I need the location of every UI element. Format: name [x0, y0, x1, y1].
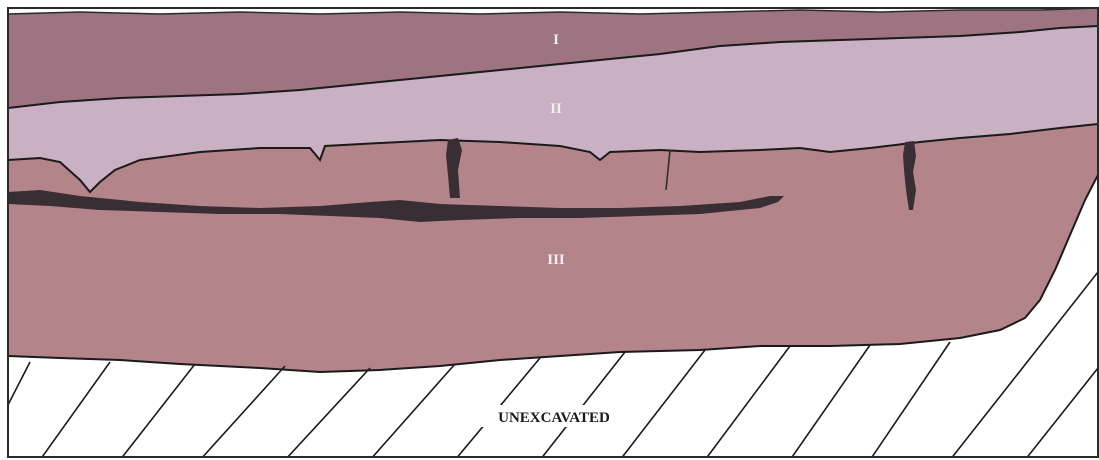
layer-label-iii: III — [547, 252, 565, 268]
layer-label-ii: II — [550, 101, 562, 117]
layer-label-i: I — [553, 32, 559, 48]
layer-iii — [8, 124, 1098, 372]
unexcavated-label: UNEXCAVATED — [498, 410, 610, 426]
